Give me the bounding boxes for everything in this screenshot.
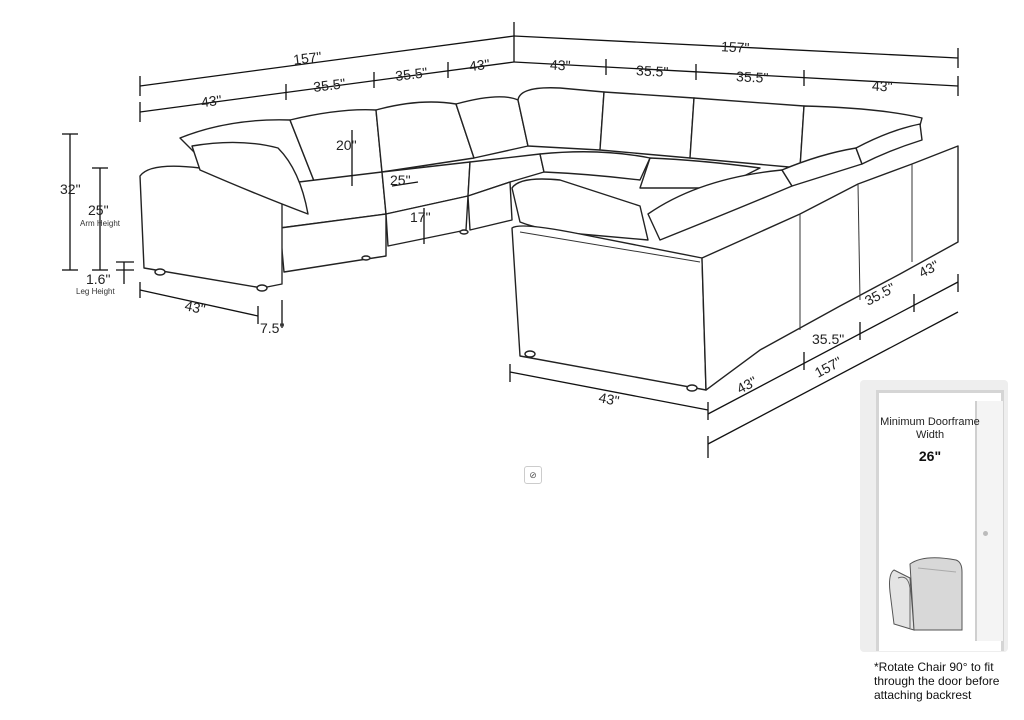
leg-height-caption: Leg Height <box>76 287 115 296</box>
height-dimension-lines <box>62 133 134 284</box>
no-entry-icon[interactable]: ⊘ <box>524 466 542 484</box>
top-right-seg-3: 35.5" <box>736 68 769 86</box>
right-total-label: 157" <box>812 353 845 380</box>
top-total-left-label: 157" <box>292 48 322 67</box>
top-total-right-label: 157" <box>721 38 750 55</box>
left-base-dimension-lines <box>139 282 283 328</box>
back-height-label: 20" <box>336 137 357 153</box>
overall-height-label: 32" <box>60 181 81 197</box>
leg-height-value: 1.6" <box>86 271 110 287</box>
arm-height-value: 25" <box>88 202 109 218</box>
doorframe-inset: Minimum Doorframe Width 26" <box>860 380 1008 652</box>
doorframe-title: Minimum Doorframe Width <box>880 416 980 441</box>
right-seg-1-label: 43" <box>734 373 760 397</box>
arm-width-label: 7.5" <box>260 320 284 336</box>
rotate-chair-note: *Rotate Chair 90° to fit through the doo… <box>874 660 1000 702</box>
top-right-seg-4: 43" <box>872 77 893 94</box>
seat-height-label: 17" <box>410 209 431 225</box>
rotated-chair-icon <box>889 557 963 631</box>
doorframe-width-value: 26" <box>918 448 942 464</box>
top-right-seg-2: 35.5" <box>636 62 669 80</box>
sofa-illustration <box>139 87 959 392</box>
top-dimension-lines <box>139 22 959 122</box>
left-depth-label: 43" <box>183 297 206 317</box>
arm-height-caption: Arm Height <box>80 219 121 228</box>
top-left-seg-1: 43" <box>200 92 222 110</box>
right-dimension-lines <box>509 274 959 458</box>
front-depth-label: 43" <box>597 389 620 409</box>
right-seg-2-label: 35.5" <box>812 331 844 347</box>
door-knob-icon <box>983 531 988 536</box>
top-left-seg-3: 35.5" <box>394 64 428 84</box>
top-left-seg-2: 35.5" <box>312 75 346 95</box>
top-left-seg-4: 43" <box>468 56 490 74</box>
seat-dimension-lines <box>351 130 425 244</box>
seat-depth-label: 25" <box>390 172 411 188</box>
top-right-seg-1: 43" <box>550 56 571 73</box>
door-panel <box>975 401 1003 641</box>
